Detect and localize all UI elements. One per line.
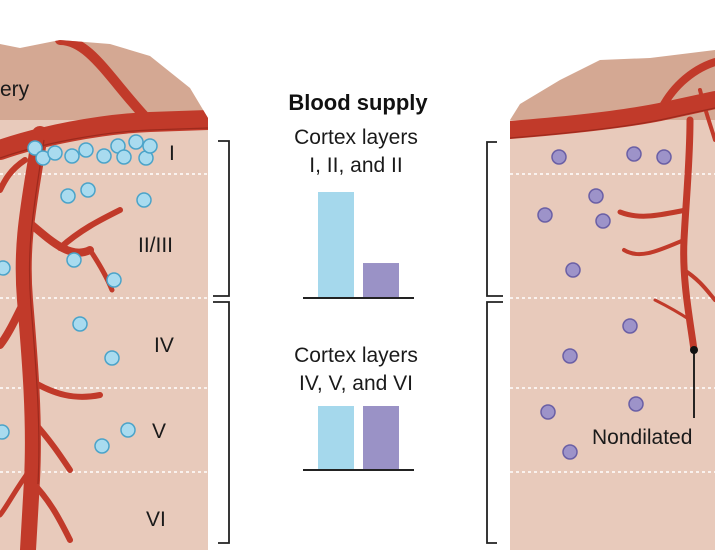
lower-layers-bracket xyxy=(213,301,230,544)
cell xyxy=(66,252,82,268)
cell xyxy=(116,149,132,165)
cell xyxy=(537,207,553,223)
cell xyxy=(588,188,604,204)
cell xyxy=(136,192,152,208)
right-cortex-panel: Nondilated xyxy=(486,50,715,550)
cell xyxy=(72,316,88,332)
group1-bar-purple xyxy=(363,263,399,298)
group2-label-line2: IV, V, and VI xyxy=(299,372,413,395)
cell xyxy=(106,272,122,288)
cell xyxy=(96,148,112,164)
cell xyxy=(94,438,110,454)
layer-label-1: I xyxy=(169,142,175,165)
cell xyxy=(562,348,578,364)
cell xyxy=(80,182,96,198)
layer-label-3: IV xyxy=(154,334,174,357)
cell xyxy=(595,213,611,229)
cell xyxy=(47,145,63,161)
group2-bar-blue xyxy=(318,406,354,470)
cell xyxy=(104,350,120,366)
cell xyxy=(0,260,11,276)
cell xyxy=(128,134,144,150)
group1-label-line2: I, II, and II xyxy=(309,154,402,177)
nondilated-vessel xyxy=(510,58,715,354)
group2-label-line1: Cortex layers xyxy=(294,344,418,367)
cell xyxy=(628,396,644,412)
group1-label-line1: Cortex layers xyxy=(294,126,418,149)
cell xyxy=(78,142,94,158)
right-cells xyxy=(537,146,672,460)
dilated-vessel xyxy=(0,40,208,550)
cell xyxy=(142,138,158,154)
right-bracket-upper xyxy=(486,141,503,297)
layer-label-2: II/III xyxy=(138,234,173,257)
left-vessel-label: ery xyxy=(0,78,30,101)
cell xyxy=(656,149,672,165)
chart-title: Blood supply xyxy=(288,90,428,115)
cell xyxy=(27,140,43,156)
right-bracket-lower xyxy=(486,301,503,544)
blood-supply-chart: Blood supply Cortex layers I, II, and II… xyxy=(288,90,428,471)
cell xyxy=(622,318,638,334)
layer-label-5: VI xyxy=(146,508,166,531)
cell xyxy=(626,146,642,162)
cell xyxy=(540,404,556,420)
cell xyxy=(551,149,567,165)
nondilated-pointer-dot xyxy=(690,346,698,354)
cell xyxy=(0,424,10,440)
left-cortex-panel: ery I II/III IV V VI xyxy=(0,40,230,550)
upper-layers-bracket xyxy=(213,140,230,297)
left-cells xyxy=(0,134,158,454)
group1-bar-blue xyxy=(318,192,354,298)
cell xyxy=(64,148,80,164)
cell xyxy=(60,188,76,204)
cell xyxy=(565,262,581,278)
nondilated-label: Nondilated xyxy=(592,426,692,449)
layer-label-4: V xyxy=(152,420,166,443)
group2-bar-purple xyxy=(363,406,399,470)
cell xyxy=(120,422,136,438)
cell xyxy=(562,444,578,460)
right-tissue-block xyxy=(510,120,715,550)
